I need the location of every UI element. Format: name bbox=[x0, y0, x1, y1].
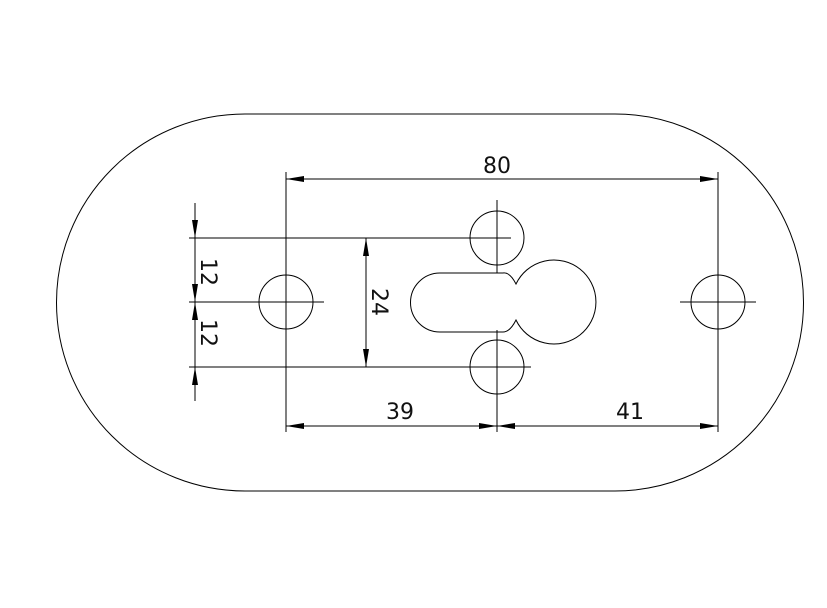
dimension-41: 41 bbox=[497, 400, 718, 429]
dimension-39-label: 39 bbox=[386, 400, 414, 425]
dimension-12-lower-label: 12 bbox=[195, 319, 220, 347]
hole-top bbox=[469, 200, 525, 273]
dimension-12-upper-label: 12 bbox=[195, 258, 220, 286]
dimension-39: 39 bbox=[286, 400, 718, 429]
keyhole-slot bbox=[410, 259, 597, 345]
hole-bottom bbox=[469, 330, 531, 432]
dimension-80-label: 80 bbox=[483, 154, 511, 179]
extension-lines bbox=[189, 172, 719, 432]
plate-outline bbox=[56, 113, 804, 492]
dimension-24-label: 24 bbox=[366, 288, 391, 316]
dimension-12-pair: 12 12 bbox=[192, 203, 220, 401]
dimension-24: 24 bbox=[363, 238, 391, 367]
dimension-80: 80 bbox=[286, 154, 718, 182]
dimension-41-label: 41 bbox=[616, 400, 644, 425]
